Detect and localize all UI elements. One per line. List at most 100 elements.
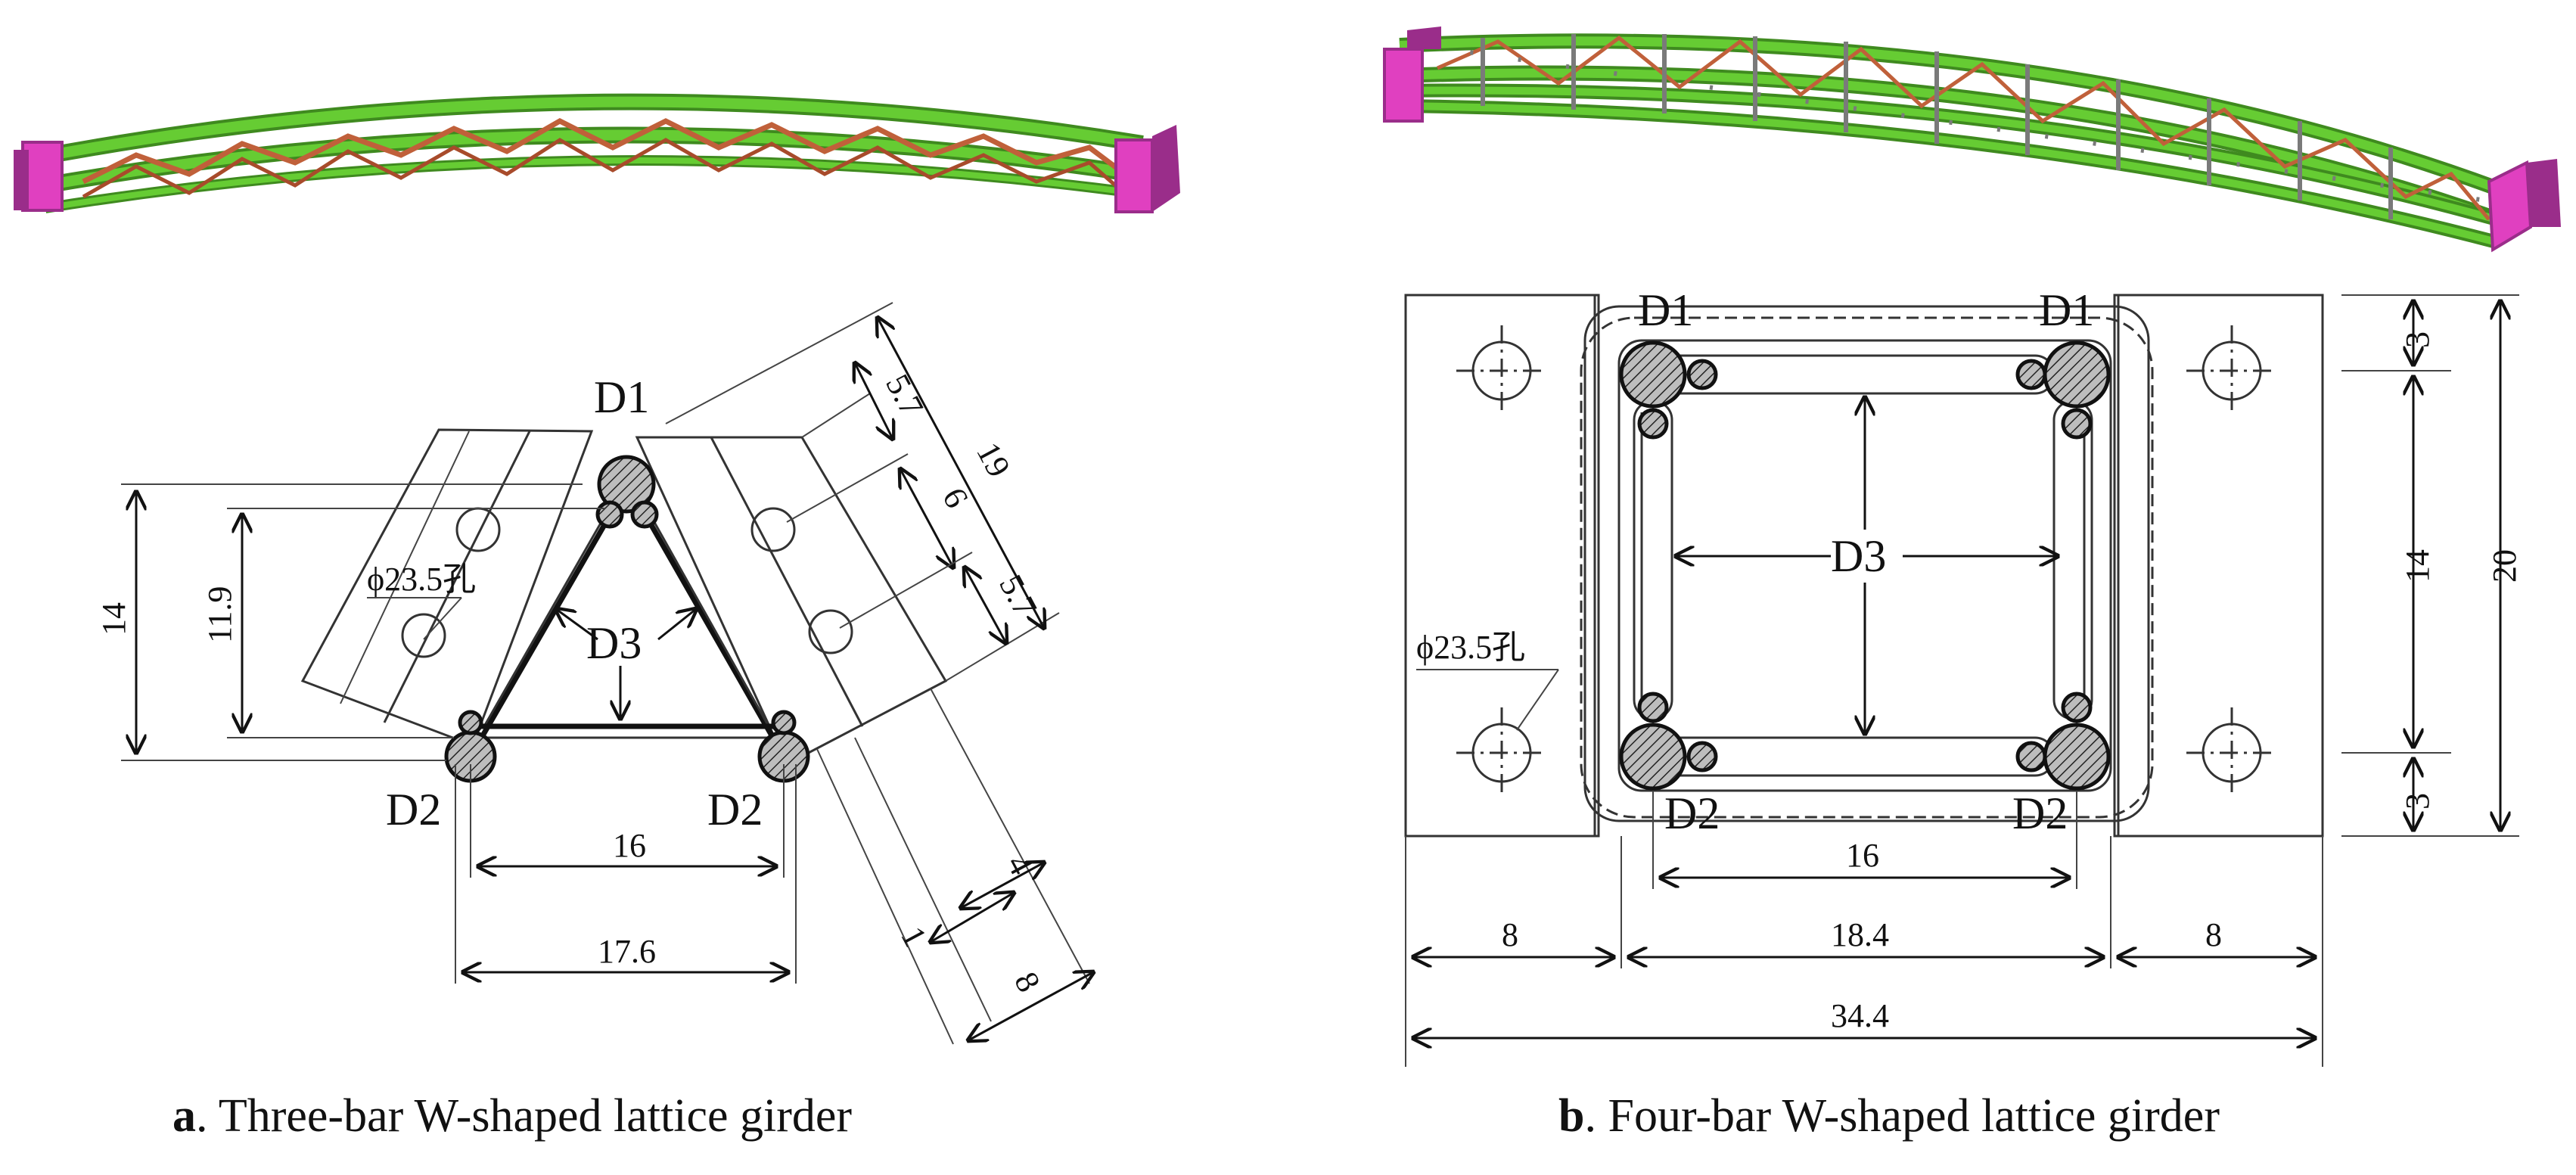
caption-a-letter: a [172,1090,196,1142]
web-node-b-2 [2015,359,2047,390]
ext-hole2-a [839,552,973,629]
web-node-b-8 [2015,741,2047,772]
dim-base-outer-a: 17.6 [598,933,656,970]
hole-note-b: ϕ23.5孔 [1416,629,1525,666]
chord-d1-a [597,455,656,514]
bar-bottom-b [1659,736,2056,777]
plate-left-b [1404,294,1600,838]
dim-center-width-b: 18.4 [1831,916,1889,953]
chord-3-b-fill [1399,86,2498,223]
d3-arrow-a-right [657,609,696,641]
ext-plate-top-a [665,302,893,424]
dim-plate-gap-a: 1 [893,921,934,953]
bar-right-a [625,483,787,758]
caption-a: a. Three-bar W-shaped lattice girder [172,1090,852,1143]
bar-top-b [1659,354,2056,395]
ext-plate-thk-3 [930,688,1090,984]
dim-edge-bottom-b: 3 [2399,793,2436,810]
caption-b: b. Four-bar W-shaped lattice girder [1558,1090,2220,1143]
chord-1-b-fill [1399,36,2522,201]
three-bar-girder-render [14,93,1180,213]
ext-plate-top2-a [801,393,871,438]
plate-left-a-inner [383,431,531,723]
end-plate-right-a-side [1152,125,1180,212]
web-node-b-6 [2061,692,2093,723]
dim-base-inner-a: 16 [613,827,646,864]
chord-d1-right-b [2043,340,2111,409]
end-plate-left-b [1383,48,1424,123]
dim-line-6a [900,469,953,567]
web-zigzag-b [1436,35,2491,221]
dim-spacing-top-a: 5.7 [878,368,931,423]
hole-left-a-1 [455,507,501,552]
bar-left-b [1633,399,1673,720]
ext-hole1-a [786,453,909,523]
label-d1-a: D1 [594,372,649,422]
caption-b-text: . Four-bar W-shaped lattice girder [1584,1090,2220,1142]
inner-frame-b [1617,339,2112,792]
hole-note-a: ϕ23.5孔 [367,561,476,598]
caption-b-letter: b [1558,1090,1585,1142]
chord-top-a-fill [29,96,1144,164]
web-node-b-1 [1686,359,1718,390]
web-node-a-2 [630,500,659,529]
bar-right-b [2052,399,2093,720]
bar-left-a [468,483,631,758]
plate-left-a-axis [340,431,470,704]
hole-left-a-2 [401,613,446,658]
web-node-b-3 [1637,408,1669,440]
end-plate-right-b-side [2527,159,2561,227]
ext-plate-thk-1 [816,748,954,1045]
web-node-b-5 [1637,692,1669,723]
dim-plate-length-a: 19 [969,437,1018,483]
chord-d1-left-b [1619,340,1687,409]
outer-frame-b [1583,305,2150,822]
web-zigzag-a2 [82,138,1121,199]
dim-spacing-mid-a: 6 [935,482,976,514]
dim-middle-b: 14 [2399,549,2436,583]
chord-d2-left-b [1619,723,1687,791]
dim-height-outer-a: 14 [95,602,132,636]
plate-right-a-inner [710,437,864,727]
web-node-b-7 [1686,741,1718,772]
chord-4-b-fill [1399,102,2498,246]
label-d2-right-b: D2 [2012,788,2068,838]
bar-left-a-inner [483,499,616,727]
bar-right-a-inner [640,499,770,727]
label-d1-right-b: D1 [2039,285,2094,335]
web-node-a-1 [595,500,624,529]
caption-a-text: . Three-bar W-shaped lattice girder [196,1090,853,1142]
label-d1-left-b: D1 [1638,285,1693,335]
chord-d2-right-b [2043,723,2111,791]
dashed-frame-b [1580,316,2154,819]
hole-right-a-1 [750,507,796,552]
dim-plate-left-b: 8 [1502,916,1518,953]
dim-inner-width-b: 16 [1846,837,1879,874]
hole-note-a-leader2 [423,597,462,640]
four-bar-girder-render [1383,26,2561,253]
web-zigzag-a [82,118,1122,185]
dim-line-1a [931,893,1014,942]
plate-right-b [2113,294,2324,838]
web-node-b-4 [2061,408,2093,440]
chord-2-b-fill [1399,68,2522,232]
three-bar-section-drawing: D1 D2 D2 D3 ϕ23.5孔 14 11.9 19 5.7 6 5.7 [95,302,1093,1045]
label-d2-left-a: D2 [386,785,441,835]
label-d3-a: D3 [586,618,642,668]
end-plate-left-a-side [14,150,29,210]
end-plate-right-a [1114,138,1154,213]
four-bar-section-drawing: D1 D1 D2 D2 D3 ϕ23.5孔 3 14 3 20 16 8 18.… [1404,285,2523,1067]
label-d3-b: D3 [1831,531,1886,581]
web-node-a-4 [771,710,797,735]
dim-line-57b [965,567,1006,643]
dim-line-4a [961,863,1044,908]
dim-total-height-b: 20 [2486,549,2523,583]
dim-plate-right-b: 8 [2205,916,2222,953]
dim-total-width-b: 34.4 [1831,997,1889,1034]
web-node-a-3 [458,710,483,735]
dim-height-inner-a: 11.9 [201,586,238,643]
dim-line-19 [878,318,1044,628]
bolt-holes-b [1456,325,2277,798]
stud-row-b [1481,34,2393,219]
